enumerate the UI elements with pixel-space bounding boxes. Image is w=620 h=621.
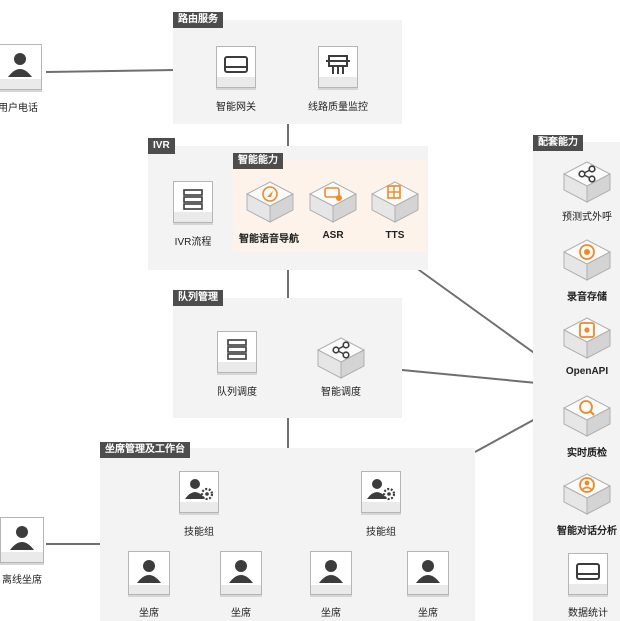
voice-nav-label: 智能语音导航 bbox=[239, 234, 299, 245]
api-icon bbox=[562, 317, 612, 359]
seat-1-node[interactable] bbox=[128, 551, 170, 595]
openapi-node[interactable] bbox=[562, 316, 612, 362]
share-icon bbox=[562, 161, 612, 203]
ivr-flow-node[interactable] bbox=[173, 181, 213, 223]
asr-node[interactable] bbox=[308, 180, 358, 226]
seat-1-label: 坐席 bbox=[139, 608, 159, 619]
smart-tag: 智能能力 bbox=[233, 153, 283, 169]
text-to-speech-icon bbox=[370, 181, 420, 223]
predictive-call-node[interactable] bbox=[562, 160, 612, 206]
person-icon bbox=[129, 560, 169, 594]
seat-2-node[interactable] bbox=[220, 551, 262, 595]
line-user-to-routing bbox=[45, 69, 176, 73]
smart-gateway-node[interactable] bbox=[216, 46, 256, 88]
queue-list-icon bbox=[218, 339, 256, 372]
queue-schedule-label: 队列调度 bbox=[217, 387, 257, 398]
seat-3-node[interactable] bbox=[310, 551, 352, 595]
seat-panel bbox=[100, 448, 475, 621]
skill-group-1-label: 技能组 bbox=[184, 527, 214, 538]
recording-node[interactable] bbox=[562, 238, 612, 284]
analysis-icon bbox=[562, 473, 612, 515]
seat-tag: 坐席管理及工作台 bbox=[100, 442, 190, 458]
person-icon bbox=[0, 53, 41, 89]
seat-2-label: 坐席 bbox=[231, 608, 251, 619]
speech-icon bbox=[308, 181, 358, 223]
support-tag: 配套能力 bbox=[533, 135, 583, 151]
ivr-tag: IVR bbox=[148, 138, 175, 154]
smart-schedule-node[interactable] bbox=[316, 336, 366, 382]
person-icon bbox=[311, 560, 351, 594]
user-settings-icon bbox=[180, 479, 218, 512]
recording-icon bbox=[562, 239, 612, 281]
recording-label: 录音存储 bbox=[567, 292, 607, 303]
person-icon bbox=[408, 560, 448, 594]
gateway-icon bbox=[217, 56, 255, 87]
smart-schedule-label: 智能调度 bbox=[321, 387, 361, 398]
routing-tag: 路由服务 bbox=[173, 12, 223, 28]
data-stats-label: 数据统计 bbox=[568, 608, 608, 619]
routing-panel bbox=[173, 20, 402, 124]
tts-node[interactable] bbox=[370, 180, 420, 226]
quality-check-node[interactable] bbox=[562, 394, 612, 440]
offline-seat-node[interactable] bbox=[0, 517, 44, 563]
openapi-label: OpenAPI bbox=[565, 366, 609, 377]
support-panel bbox=[533, 142, 620, 621]
seat-4-node[interactable] bbox=[407, 551, 449, 595]
queue-tag: 队列管理 bbox=[173, 290, 223, 306]
line-seat-to-support bbox=[474, 417, 538, 453]
server-icon bbox=[174, 189, 212, 222]
queue-schedule-node[interactable] bbox=[217, 331, 257, 373]
seat-4-label: 坐席 bbox=[418, 608, 438, 619]
queue-panel bbox=[173, 298, 402, 418]
user-phone-node[interactable] bbox=[0, 44, 42, 90]
dialog-analysis-node[interactable] bbox=[562, 472, 612, 518]
line-ivr-to-support bbox=[407, 261, 538, 356]
data-stats-node[interactable] bbox=[568, 553, 608, 595]
seat-3-label: 坐席 bbox=[321, 608, 341, 619]
smart-gateway-label: 智能网关 bbox=[216, 102, 256, 113]
predictive-call-label: 预测式外呼 bbox=[562, 212, 612, 223]
ivr-flow-label: IVR流程 bbox=[174, 237, 212, 248]
line-monitor-node[interactable] bbox=[318, 46, 358, 88]
skill-group-2-label: 技能组 bbox=[366, 527, 396, 538]
user-settings-icon bbox=[362, 479, 400, 512]
monitor-icon bbox=[319, 55, 357, 87]
voice-nav-node[interactable] bbox=[245, 180, 295, 226]
offline-seat-label: 离线坐席 bbox=[2, 575, 42, 586]
skill-group-1-node[interactable] bbox=[179, 471, 219, 513]
person-icon bbox=[221, 560, 261, 594]
dialog-analysis-label: 智能对话分析 bbox=[557, 526, 617, 537]
share-icon bbox=[316, 337, 366, 379]
line-monitor-label: 线路质量监控 bbox=[308, 102, 368, 113]
person-icon bbox=[1, 526, 43, 562]
tts-label: TTS bbox=[385, 230, 405, 241]
skill-group-2-node[interactable] bbox=[361, 471, 401, 513]
asr-label: ASR bbox=[322, 230, 344, 241]
user-phone-label: 用户电话 bbox=[0, 103, 38, 114]
line-queue-to-support bbox=[401, 369, 538, 384]
storage-icon bbox=[569, 563, 607, 594]
inspection-icon bbox=[562, 395, 612, 437]
quality-check-label: 实时质检 bbox=[567, 448, 607, 459]
navigation-icon bbox=[245, 181, 295, 223]
